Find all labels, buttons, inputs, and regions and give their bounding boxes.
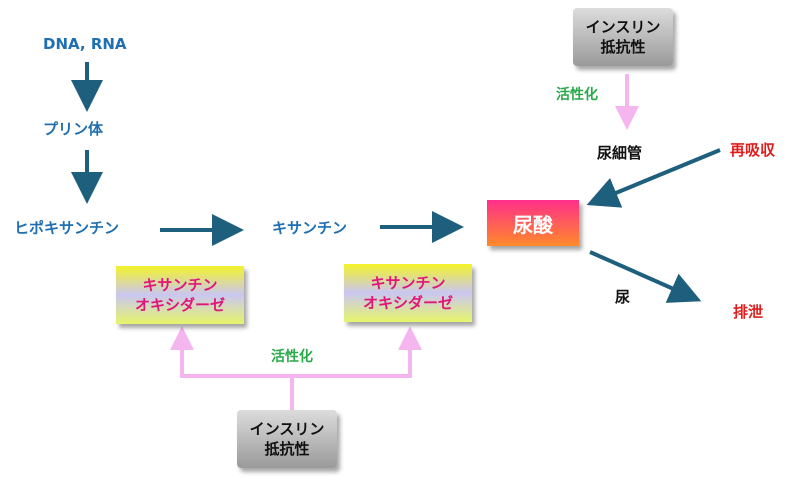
enzyme-left-line1: キサンチン <box>142 275 218 294</box>
insulin-resistance-bottom: インスリン 抵抗性 <box>237 410 337 468</box>
node-dna-rna: DNA, RNA <box>43 35 127 53</box>
node-uric-acid: 尿酸 <box>487 200 579 246</box>
insulin-bottom-line2: 抵抗性 <box>264 440 310 458</box>
node-hypoxanthine: ヒポキサンチン <box>14 219 120 237</box>
insulin-top-line1: インスリン <box>585 17 661 36</box>
node-xanthine: キサンチン <box>272 219 348 237</box>
node-excretion: 排泄 <box>733 303 764 321</box>
activation-label-bottom: 活性化 <box>271 349 313 365</box>
arrow-uric-acid-to-excretion <box>589 250 702 303</box>
insulin-top-line2: 抵抗性 <box>600 38 646 56</box>
node-purine: プリン体 <box>43 120 104 138</box>
activation-branch-lines <box>180 344 412 378</box>
uric-acid-label: 尿酸 <box>513 212 553 237</box>
node-reabsorption: 再吸収 <box>730 141 776 159</box>
enzyme-left-line2: オキシダーゼ <box>134 296 225 314</box>
enzyme-right-line2: オキシダーゼ <box>362 294 453 312</box>
activation-label-top: 活性化 <box>556 87 598 103</box>
enzyme-box-right: キサンチン オキシダーゼ <box>344 264 472 322</box>
arrow-reabsorption-to-uric-acid <box>586 148 721 208</box>
insulin-resistance-top: インスリン 抵抗性 <box>573 8 673 66</box>
node-renal-tubule: 尿細管 <box>597 144 643 162</box>
enzyme-right-line1: キサンチン <box>370 273 446 292</box>
enzyme-box-left: キサンチン オキシダーゼ <box>116 266 244 324</box>
node-urine: 尿 <box>615 288 631 306</box>
insulin-bottom-line1: インスリン <box>249 419 325 438</box>
